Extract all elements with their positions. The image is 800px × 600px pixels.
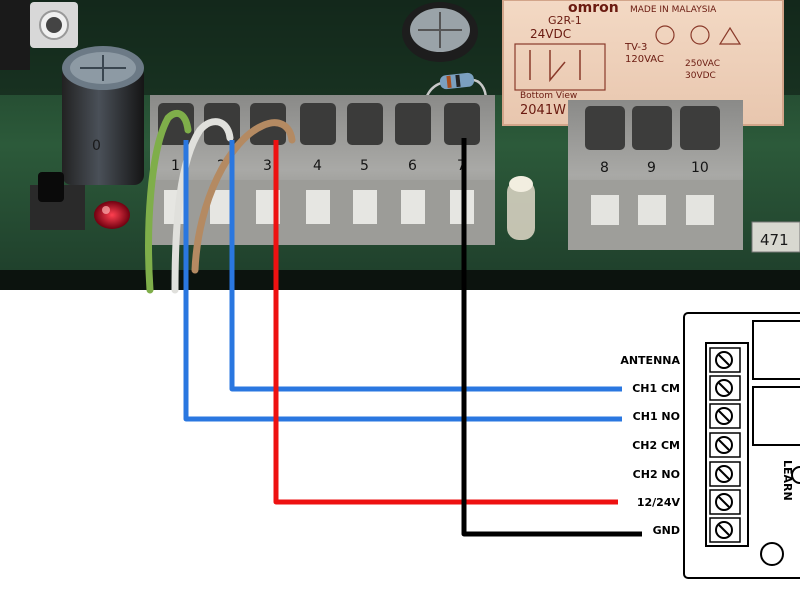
svg-text:Bottom View: Bottom View (520, 91, 577, 101)
pcb-bottom-edge (0, 270, 800, 290)
terminal-number: 5 (360, 158, 369, 174)
terminal-number: 9 (647, 160, 656, 176)
terminal-slot (347, 103, 383, 145)
screw-slot (718, 410, 730, 422)
potentiometer (0, 0, 78, 70)
svg-text:24VDC: 24VDC (530, 27, 571, 41)
screw-slot (718, 468, 730, 480)
svg-text:120VAC: 120VAC (625, 54, 664, 65)
small-capacitor (402, 2, 478, 62)
brown-wire (191, 119, 296, 274)
svg-text:250VAC: 250VAC (685, 59, 720, 69)
capacitor: 0 (62, 46, 144, 185)
terminal-label: CH2 NO (633, 468, 680, 481)
svg-text:omron: omron (568, 0, 619, 16)
wire-terminal7-gnd (461, 138, 642, 537)
terminal-label: 12/24V (637, 496, 681, 509)
svg-text:MADE IN MALAYSIA: MADE IN MALAYSIA (630, 5, 717, 15)
terminal-lever (638, 195, 666, 225)
wire-terminal2-ch1cm (229, 140, 622, 392)
push-button (30, 172, 85, 230)
terminal-number: 4 (313, 158, 322, 174)
terminal-number: 3 (263, 158, 272, 174)
svg-text:30VDC: 30VDC (685, 71, 716, 81)
terminal-number: 8 (600, 160, 609, 176)
terminal-label: CH2 CM (632, 439, 680, 452)
learn-label: LEARN (781, 460, 794, 501)
receiver-relay-top (752, 320, 800, 380)
wire-terminal3-power (273, 140, 618, 505)
terminal-lever (353, 190, 377, 224)
learn-indicator-icon (791, 466, 800, 484)
red-led (94, 201, 130, 229)
svg-text:TV-3: TV-3 (624, 42, 647, 53)
svg-text:0: 0 (92, 138, 101, 154)
terminal-number: 6 (408, 158, 417, 174)
terminal-slot (395, 103, 431, 145)
screw-slot (718, 496, 730, 508)
svg-text:2041W: 2041W (520, 103, 566, 118)
screw-slot (718, 354, 730, 366)
terminal-slot (444, 103, 480, 145)
pcb-photo: 0 omron MADE IN MALAYSIA G2R-1 24VDC TV-… (0, 0, 800, 294)
svg-text:G2R-1: G2R-1 (548, 14, 582, 27)
terminal-number: 7 (457, 158, 466, 174)
wiring (183, 138, 642, 537)
terminal-label: GND (653, 524, 680, 537)
terminal-label: CH1 CM (632, 382, 680, 395)
screw-slot (718, 439, 730, 451)
screw-slot (718, 382, 730, 394)
terminal-lever (591, 195, 619, 225)
terminal-lever (401, 190, 425, 224)
terminal-block-secondary: 8 9 10 (568, 100, 743, 250)
green-wire (145, 109, 192, 294)
terminal-number: 10 (691, 160, 709, 176)
terminal-slot (632, 106, 672, 150)
terminal-slot (300, 103, 336, 145)
wire-terminal1-ch1no (183, 140, 622, 422)
white-wire (171, 118, 234, 294)
receiver-relay-bottom (752, 386, 800, 446)
terminal-slot (585, 106, 625, 150)
board-code-label: 471 (751, 221, 800, 253)
receiver-module: ANTENNA CH1 CM CH1 NO CH2 CM CH2 NO 12/24V GND… (620, 312, 800, 579)
learn-button-icon (760, 542, 784, 566)
terminal-number: 1 (171, 158, 180, 174)
terminal-lever (686, 195, 714, 225)
terminal-lever (306, 190, 330, 224)
screw-slot (718, 524, 730, 536)
terminal-label: ANTENNA (620, 354, 680, 367)
terminal-slot (680, 106, 720, 150)
clear-led (507, 176, 535, 240)
svg-text:471: 471 (760, 231, 789, 249)
terminal-label: CH1 NO (633, 410, 680, 423)
